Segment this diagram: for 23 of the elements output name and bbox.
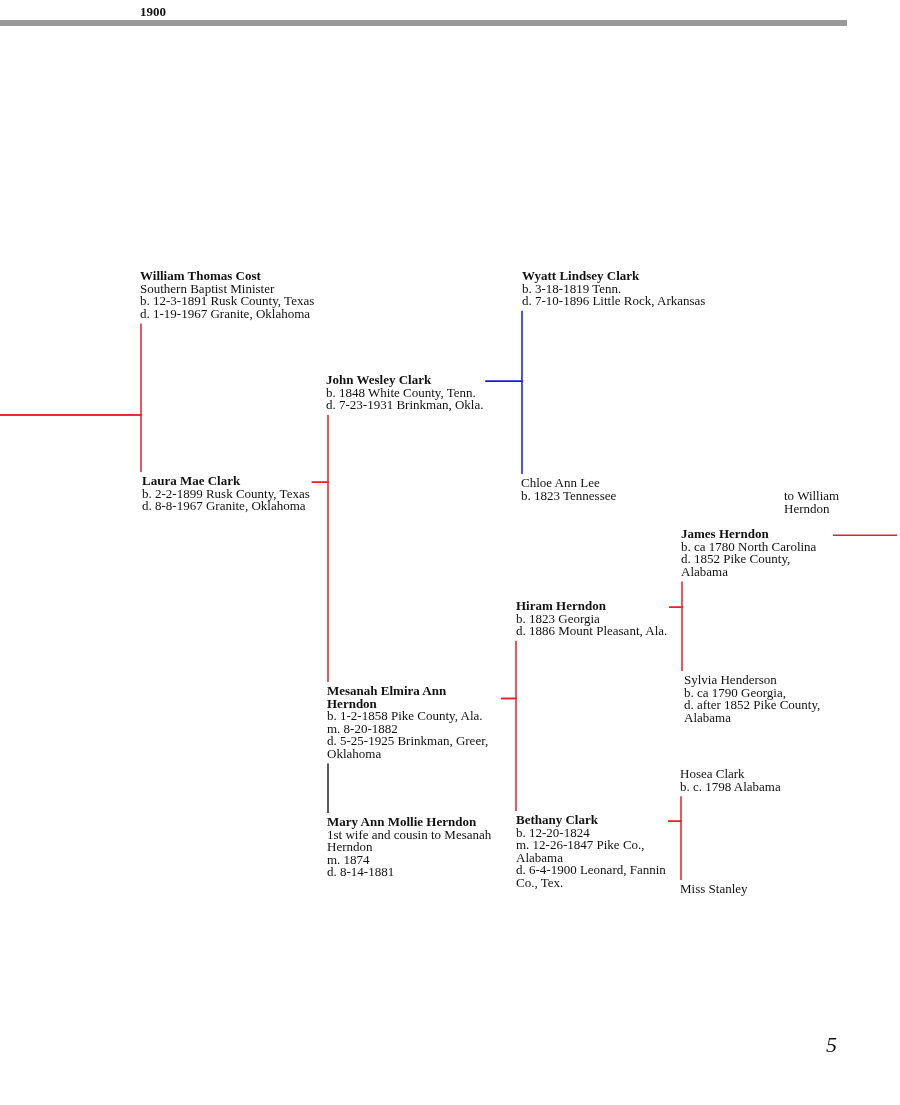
connector-line — [0, 414, 142, 473]
person-entry: Mesanah Elmira Ann Herndon b. 1-2-1858 Pike County, Ala. m. 8-20-1882 d. 5-25-1925 Brinkman, Greer, Oklahoma — [327, 685, 499, 761]
connector-line — [327, 762, 329, 814]
person-entry: Hiram Herndon b. 1823 Georgia d. 1886 Mount Pleasant, Ala. — [516, 600, 668, 638]
connector-line — [668, 606, 683, 672]
person-entry: Wyatt Lindsey Clark b. 3-18-1819 Tenn. d. 7-10-1896 Little Rock, Arkansas — [522, 270, 706, 308]
person-entry: Sylvia Henderson b. ca 1790 Georgia, d. after 1852 Pike County, Alabama — [684, 674, 834, 725]
year-heading: 1900 — [140, 4, 166, 20]
person-entry: Hosea Clark b. c. 1798 Alabama — [680, 768, 781, 794]
person-entry: James Herndon b. ca 1780 North Carolina d. 1852 Pike County, Alabama — [681, 528, 831, 579]
person-entry: Laura Mae Clark b. 2-2-1899 Rusk County, Texas d. 8-8-1967 Granite, Oklahoma — [142, 475, 310, 513]
page-number: 5 — [826, 1032, 837, 1058]
person-entry: Mary Ann Mollie Herndon 1st wife and cousin to Mesanah Herndon m. 1874 d. 8-14-1881 — [327, 816, 499, 879]
connector-line — [500, 697, 517, 812]
connector-line — [484, 380, 523, 475]
connector-line — [832, 534, 898, 537]
person-entry: Miss Stanley — [680, 883, 748, 896]
person-entry: John Wesley Clark b. 1848 White County, Tenn. d. 7-23-1931 Brinkman, Okla. — [326, 374, 484, 412]
person-entry: William Thomas Cost Southern Baptist Minister b. 12-3-1891 Rusk County, Texas d. 1-19-1967 Granite, Oklahoma — [140, 270, 315, 321]
connector-line — [311, 481, 329, 683]
person-entry: Chloe Ann Lee b. 1823 Tennessee — [521, 477, 617, 503]
person-entry: Bethany Clark b. 12-20-1824 m. 12-26-1847 Pike Co., Alabama d. 6-4-1900 Leonard, Fannin Co., Tex. — [516, 814, 666, 890]
connector-line — [667, 820, 682, 881]
